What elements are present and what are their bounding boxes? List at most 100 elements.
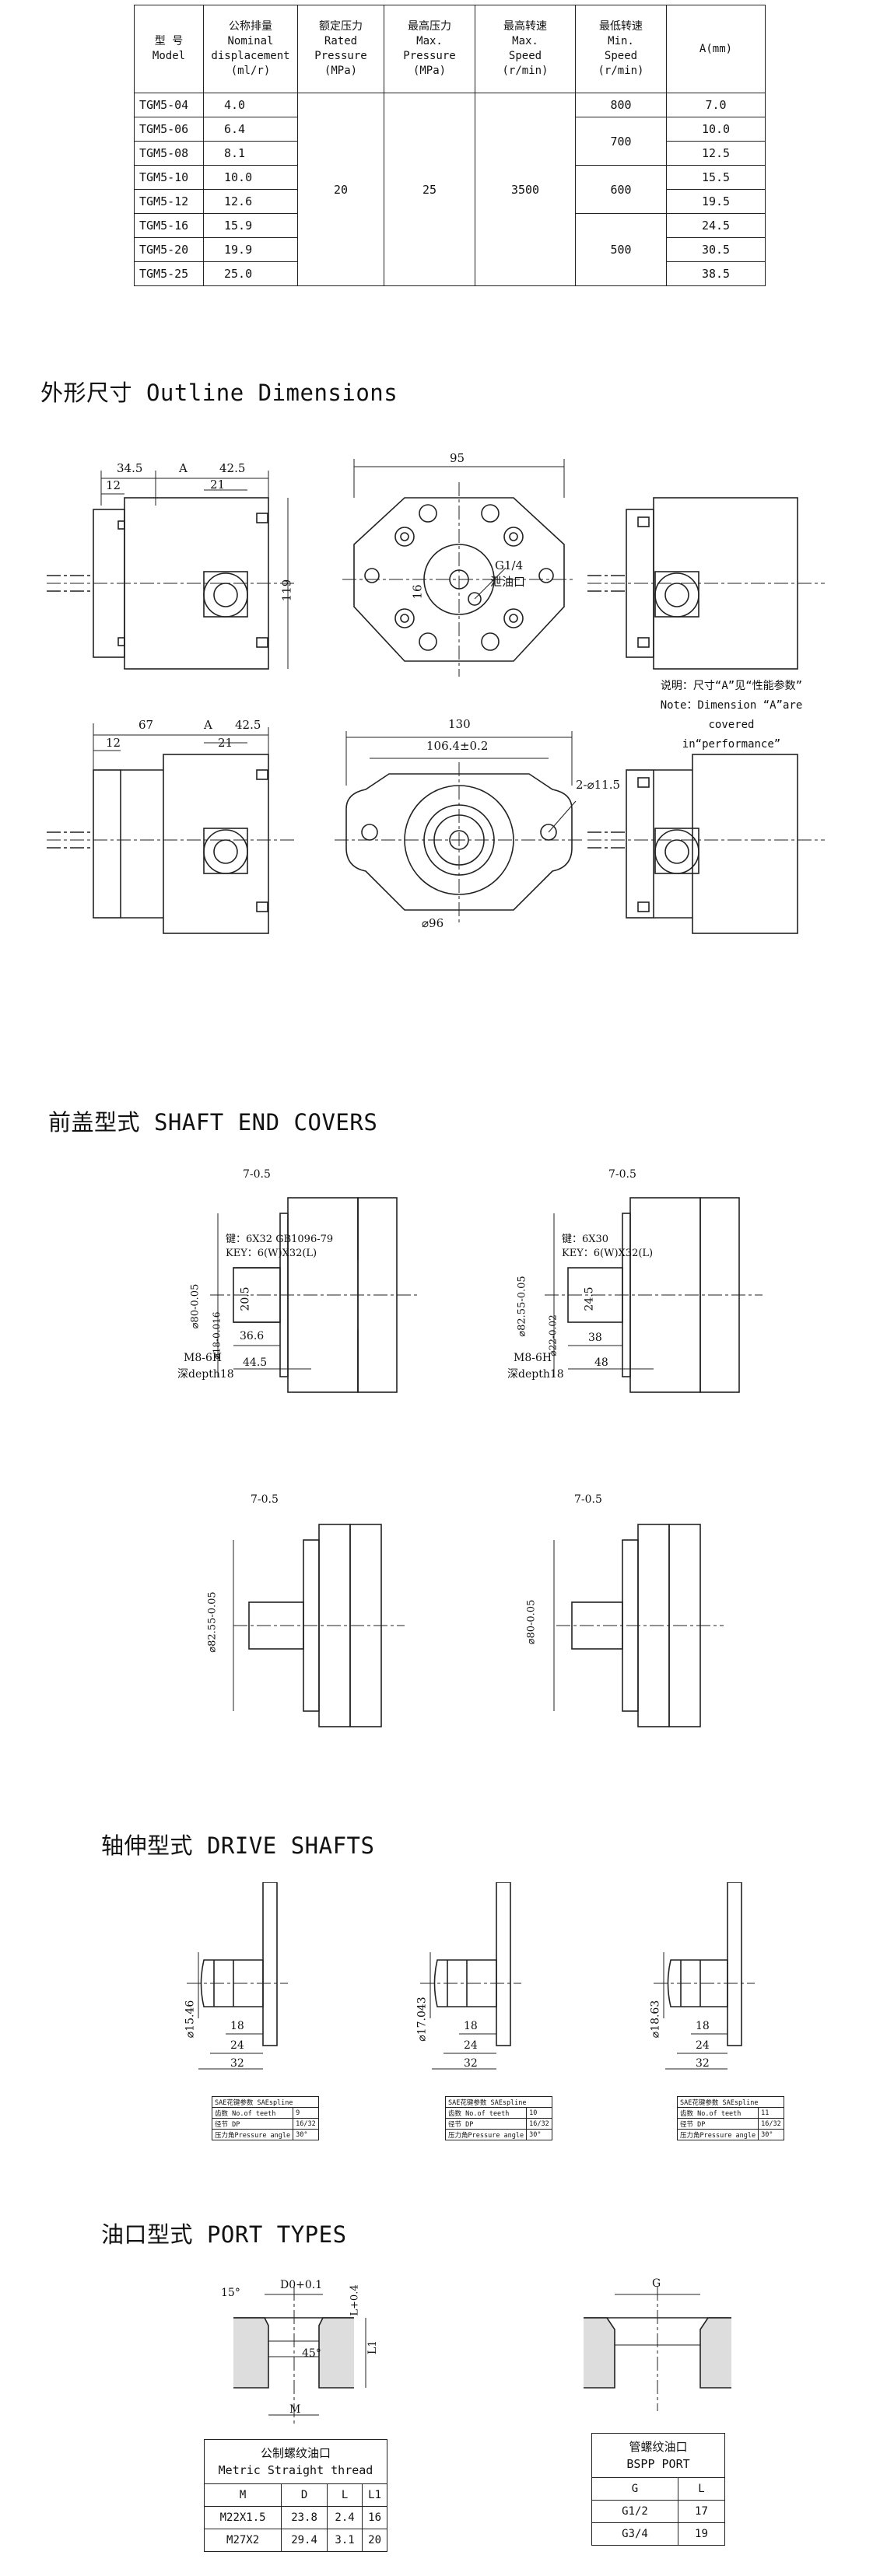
cell-model: TGM5-25 [134,261,204,286]
dim-label: 24 [464,2039,478,2052]
cell-a: 7.0 [666,93,766,117]
dim-label: 48 [594,1356,608,1369]
dim-label: 32 [696,2057,710,2070]
header-a: A(mm) [666,5,766,93]
key-label: 键：6X32 GB1096-79 [226,1234,334,1245]
cell-min-speed: 700 [575,117,667,166]
cell-min-speed: 500 [575,213,667,286]
cell-max-speed: 3500 [475,93,576,286]
dia-label: ⌀80-0.05 [189,1283,202,1329]
cell-displacement: 8.1 [203,141,298,166]
cell-displacement: 6.4 [203,117,298,142]
side-view-top-right [587,497,825,670]
port-types-drawing [233,2287,731,2427]
side-view-bottom-right [587,754,825,934]
drive-shaft-1 [187,1882,288,2070]
cell-rated-pressure: 20 [297,93,384,286]
dim-label: 18 [696,2020,710,2032]
angle-label: 45° [302,2347,321,2360]
dim-label: 12 [106,736,121,750]
dim-label: 38 [588,1332,602,1344]
key-label: KEY：6(W)X32(L) [562,1248,654,1259]
dia-label: ⌀15.46 [184,2000,197,2039]
cell-displacement: 25.0 [203,261,298,286]
heading-drive-shafts: 轴伸型式 DRIVE SHAFTS [101,1832,375,1859]
side-view-bottom-left [47,723,296,934]
dim-label: 42.5 [235,718,261,732]
cell-displacement: 15.9 [203,213,298,238]
note: 说明：尺寸“A”见“性能参数” Note：Dimension “A”are co… [660,680,803,751]
dim-label: L+0.4 [349,2284,361,2316]
depth-label: 深depth18 [177,1368,234,1381]
cell-a: 15.5 [666,165,766,190]
outline-drawing [47,459,825,934]
cell-a: 19.5 [666,189,766,214]
cell-min-speed: 600 [575,165,667,214]
side-view-top-left [47,471,296,670]
dim-label: 106.4±0.2 [426,739,489,753]
dim-label: 24.5 [583,1286,596,1311]
dim-label: 20.5 [239,1286,252,1311]
dim-label: 130 [448,717,471,731]
cell-model: TGM5-12 [134,189,204,214]
cell-a: 30.5 [666,237,766,262]
dia-label: ⌀82.55-0.05 [516,1276,528,1337]
dim-label: 44.5 [243,1356,268,1369]
dim-label: D0+0.1 [280,2279,323,2291]
dia-label: ⌀82.55-0.05 [206,1591,219,1653]
dim-label: 119 [279,579,294,602]
front-view-top [342,459,576,677]
dim-label: 34.5 [117,461,143,475]
dim-label: 16 [410,584,425,600]
key-label: 键：6X30 [562,1234,609,1245]
metric-port [233,2287,366,2427]
thread-label: M8-6H [184,1352,223,1364]
dia-label: ⌀80-0.05 [525,1599,538,1645]
dim-label: A [179,461,188,475]
cell-displacement: 4.0 [203,93,298,117]
dim-label: 12 [106,478,121,492]
key-label: KEY：6(W)X32(L) [226,1248,317,1259]
thread-label: M8-6H [514,1352,552,1364]
port-label: G1/4 [495,558,524,572]
heading-shaft-end: 前盖型式 SHAFT END COVERS [48,1109,378,1136]
dim-label: 21 [210,478,226,492]
dim-label: 36.6 [240,1330,265,1342]
dim-label: 32 [230,2057,244,2070]
angle-label: 15° [221,2287,240,2299]
dim-label: 18 [230,2020,244,2032]
dim-label: 32 [464,2057,478,2070]
heading-port-types: 油口型式 PORT TYPES [101,2221,347,2248]
dia-label: ⌀17.043 [415,1997,429,2042]
tol-label: 7-0.5 [243,1168,271,1181]
dim-label: 24 [696,2039,710,2052]
dim-label: A [204,718,212,732]
tol-label: 7-0.5 [251,1493,279,1506]
dim-label: 2-⌀11.5 [576,778,621,792]
dim-label: ⌀96 [422,916,444,930]
dia-label: ⌀22-0.02 [547,1314,559,1356]
cell-model: TGM5-16 [134,213,204,238]
drive-shafts-drawing [187,1882,755,2070]
dim-label: 42.5 [219,461,246,475]
tol-label: 7-0.5 [608,1168,636,1181]
shaft-covers-drawing [210,1197,763,1727]
cell-a: 12.5 [666,141,766,166]
cell-displacement: 10.0 [203,165,298,190]
shaft-cover-2 [545,1197,763,1393]
drive-shaft-2 [420,1882,521,2070]
cell-a: 24.5 [666,213,766,238]
drive-shaft-3 [654,1882,755,2070]
cell-a: 38.5 [666,261,766,286]
cell-displacement: 19.9 [203,237,298,262]
bspp-port [584,2287,731,2411]
depth-label: 深depth18 [507,1368,564,1381]
